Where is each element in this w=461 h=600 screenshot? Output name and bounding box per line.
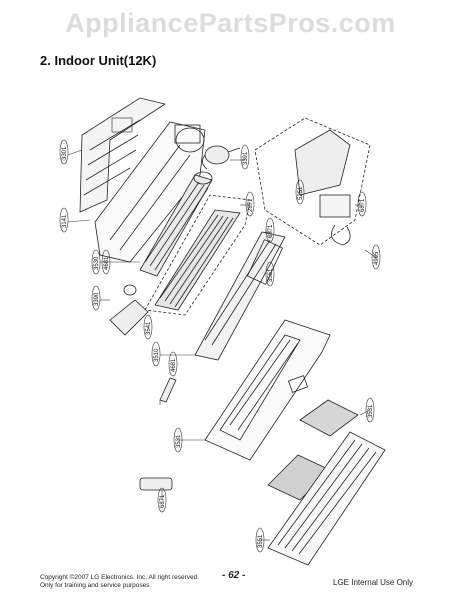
part-label: 3530: [94, 256, 100, 270]
section-title: 2. Indoor Unit(12K): [40, 53, 157, 68]
part-label: 3551: [258, 534, 264, 548]
footer-copyright-block: Copyright ©2007 LG Electronics. Inc. All…: [40, 574, 199, 590]
footer-training-note: Only for training and service purposes: [40, 582, 150, 589]
part-label: 4681: [104, 256, 110, 270]
part-label: 3551: [268, 268, 274, 282]
front-panel-part: [79, 97, 166, 213]
footer-internal-note: LGE Internal Use Only: [333, 578, 414, 587]
evaporator-part: [144, 194, 251, 316]
page-number: - 62 -: [222, 570, 246, 581]
part-label: 4995: [374, 251, 380, 265]
cross-flow-fan-part: [139, 171, 213, 277]
part-label: 3301: [62, 146, 68, 160]
part-label: 6871: [160, 494, 166, 508]
part-label: 3391: [243, 151, 249, 165]
part-label-group: 3301 3141 3530 4681 3390 3541 3510 4681 …: [62, 146, 380, 548]
part-label: 3531: [368, 404, 374, 418]
motor-part: [202, 145, 241, 170]
chassis-part: [94, 121, 206, 263]
part-label: 3531: [176, 434, 182, 448]
part-label: 3141: [62, 214, 68, 228]
part-label: 5251: [298, 186, 304, 200]
front-grille-part: [204, 319, 331, 461]
part-label: 2871: [248, 198, 254, 212]
part-label: 6871: [268, 224, 274, 238]
side-parts: [109, 284, 177, 491]
vane-assembly-part: [194, 231, 286, 361]
part-label: 6871: [360, 198, 366, 212]
part-label: 3510: [154, 348, 160, 362]
watermark: AppliancePartsPros.com: [65, 8, 396, 38]
front-cover-part: [267, 431, 386, 566]
part-label: 3541: [146, 321, 152, 335]
control-box-part: [254, 117, 371, 246]
part-label: 4681: [171, 358, 177, 372]
footer-copyright: Copyright ©2007 LG Electronics. Inc. All…: [40, 574, 200, 581]
part-label: 3390: [94, 292, 100, 306]
